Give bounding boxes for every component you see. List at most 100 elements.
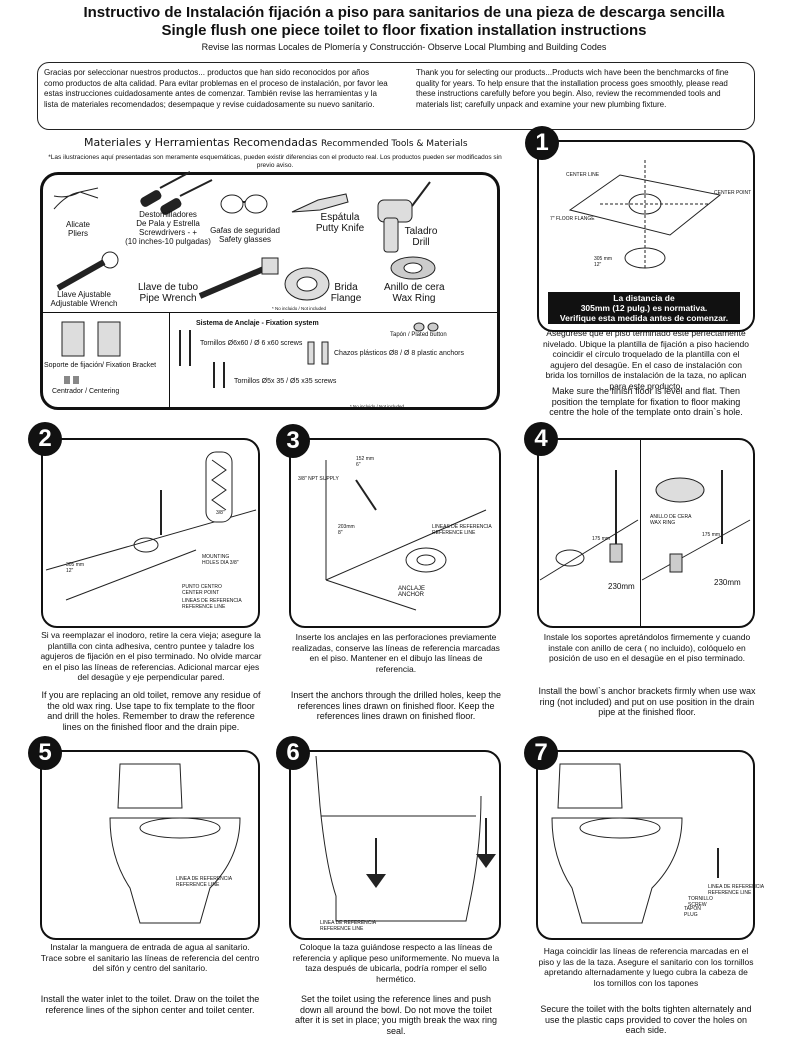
step7-plug-label: TAPÓN PLUG	[684, 906, 701, 918]
putty-knife-icon	[291, 193, 349, 213]
fixation-title: Sistema de Anclaje - Fixation system	[196, 320, 319, 327]
step6-text-es: Coloque la taza guiándose respecto a las…	[292, 942, 500, 984]
step4-text-es: Instale los soportes apretándolos firmem…	[543, 632, 751, 663]
putty-knife-label: Espátula Putty Knife	[315, 212, 365, 234]
flange-icon	[284, 267, 330, 301]
step7-ref-label: LINEA DE REFERENCIA REFERENCE LINE	[708, 884, 765, 896]
step5-ref-label: LINEA DE REFERENCIA REFERENCE LINE	[176, 876, 233, 888]
adjustable-wrench-label: Llave Ajustable Adjustable Wrench	[50, 290, 118, 308]
glasses-label: Gafas de seguridad Safety glasses	[210, 226, 280, 244]
flange-not-included: * No incluido / Not included	[272, 306, 327, 311]
anchors-icon	[307, 341, 329, 365]
step5-toilet-diagram	[109, 763, 241, 924]
step4-bracket-diagram	[539, 470, 751, 581]
step4-wax-label: ANILLO DE CERA WAX RING	[650, 514, 692, 526]
step6-toilet-diagram	[315, 755, 496, 922]
intro-spanish: Gracias por seleccionar nuestros product…	[44, 68, 388, 109]
step3-npt-label: 3/8" NPT SUPPLY	[298, 476, 339, 482]
step2-text-en: If you are replacing an old toilet, remo…	[41, 690, 261, 732]
step1-center-line-label: CENTER LINE	[566, 172, 600, 178]
screwdrivers-icon	[140, 171, 213, 215]
screws-5-label: Tornillos Ø5x 35 / Ø5 x35 screws	[234, 378, 337, 385]
centering-icon	[64, 376, 79, 384]
step1-floor-flange-label: 7" FLOOR FLANGE	[550, 216, 595, 222]
step3-anchor-diagram	[325, 460, 487, 611]
screws-6-icon	[179, 330, 191, 366]
step3-number: 3	[276, 424, 310, 458]
flange-label: Brida Flange	[330, 282, 362, 304]
cap-icon	[413, 322, 439, 332]
step4-dim-small-a: 175 mm	[592, 536, 611, 542]
materials-title-en: Recommended Tools & Materials	[320, 139, 468, 149]
glasses-icon	[220, 194, 268, 214]
step4-number: 4	[524, 422, 558, 456]
step3-dim-side: 203mm 8"	[338, 524, 355, 536]
wax-ring-icon	[390, 256, 436, 280]
step2-center-label: PUNTO CENTRO CENTER POINT	[182, 584, 222, 596]
pipe-wrench-label: Llave de tubo Pipe Wrench	[137, 282, 199, 304]
step3-anchor-label: ANCLAJE ANCHOR	[398, 586, 426, 598]
step2-ref-label: LINEAS DE REFERENCIA REFERENCE LINE	[182, 598, 242, 610]
step5-text-es: Instalar la manguera de entrada de agua …	[40, 942, 260, 973]
screws-6-label: Tornillos Ø6x60 / Ø 6 x60 screws	[200, 340, 303, 347]
step2-mounting-label: MOUNTING HOLES DIA 3/8"	[202, 554, 239, 566]
screwdrivers-label: Destornilladores De Pala y Estrella Scre…	[125, 210, 211, 246]
adjustable-wrench-icon	[56, 251, 119, 291]
step1-text-en: Make sure the finish floor is level and …	[549, 386, 743, 417]
codes-subtitle: Revise las normas Locales de Plomería y …	[201, 42, 607, 52]
step6-ref-label: LINEA DE REFERENCIA REFERENCE LINE	[320, 920, 377, 932]
pliers-icon	[53, 187, 99, 210]
step2-dimension: 305 mm 12"	[66, 562, 85, 574]
step1-template-diagram	[568, 160, 722, 270]
step2-drill-diagram	[45, 451, 257, 601]
fixation-bracket-icon	[61, 321, 121, 357]
fixation-not-included: * No incluido / Not included	[350, 404, 405, 409]
step5-text-en: Install the water inlet to the toilet. D…	[40, 994, 260, 1015]
step2-drill-size: 3/8"	[216, 510, 225, 516]
step7-number: 7	[524, 736, 558, 770]
fixation-bracket-label: Soporte de fijación/ Fixation Bracket	[44, 362, 157, 369]
step2-panel	[41, 438, 260, 628]
step6-text-en: Set the toilet using the reference lines…	[294, 994, 498, 1036]
anchors-label: Chazos plásticos Ø8 / Ø 8 plastic anchor…	[334, 350, 464, 357]
step7-toilet-diagram	[551, 763, 719, 924]
step5-number: 5	[28, 736, 62, 770]
step1-center-point-label: CENTER POINT	[714, 190, 752, 196]
step2-number: 2	[28, 422, 62, 456]
step1-warning-bar: La distancia de 305mm (12 pulg.) es norm…	[548, 292, 740, 324]
step4-dim-large-a: 230mm	[608, 582, 635, 591]
step1-text-es: Asegúrese que el piso terminado este per…	[542, 328, 750, 391]
intro-box	[37, 62, 755, 130]
wax-ring-label: Anillo de cera Wax Ring	[384, 282, 445, 304]
step3-ref-label: LINEAS DE REFERENCIA REFERENCE LINE	[432, 524, 492, 536]
fixation-bracket-area	[40, 312, 170, 408]
step4-text-en: Install the bowl`s anchor brackets firml…	[538, 686, 756, 717]
step3-panel	[289, 438, 501, 628]
step1-panel	[537, 140, 755, 332]
step4-dim-large-b: 230mm	[714, 578, 741, 587]
step3-text-es: Inserte los anclajes en las perforacione…	[292, 632, 500, 674]
step7-screw-label: TORNILLO SCREW	[688, 896, 713, 908]
step7-text-en: Secure the toilet with the bolts tighten…	[540, 1004, 752, 1035]
drill-label: Taladro Drill	[404, 226, 438, 248]
step3-dim-top: 152 mm 6"	[356, 456, 375, 468]
pipe-wrench-icon	[198, 257, 279, 299]
pliers-label: Alicate Pliers	[65, 220, 90, 238]
fixation-divider	[42, 312, 498, 313]
step7-text-es: Haga coincidir las líneas de referencia …	[538, 946, 754, 988]
step1-number: 1	[525, 126, 559, 160]
drill-icon	[377, 181, 431, 253]
materials-note: *Las ilustraciones aquí presentadas son …	[48, 154, 502, 169]
step1-dimension: 305 mm 12"	[594, 256, 613, 268]
title-english: Single flush one piece toilet to floor f…	[161, 22, 647, 39]
tools-box	[40, 172, 500, 410]
cap-label: Tapón / Plated button	[390, 332, 447, 338]
step5-panel	[40, 750, 260, 940]
step4-dim-small-b: 175 mm	[702, 532, 721, 538]
materials-title: Materiales y Herramientas Recomendadas R…	[84, 136, 468, 149]
step3-text-en: Insert the anchors through the drilled h…	[290, 690, 502, 721]
centering-label: Centrador / Centering	[52, 388, 120, 395]
materials-title-es: Materiales y Herramientas Recomendadas	[84, 136, 318, 149]
screws-5-icon	[213, 362, 225, 388]
step7-panel	[536, 750, 755, 940]
